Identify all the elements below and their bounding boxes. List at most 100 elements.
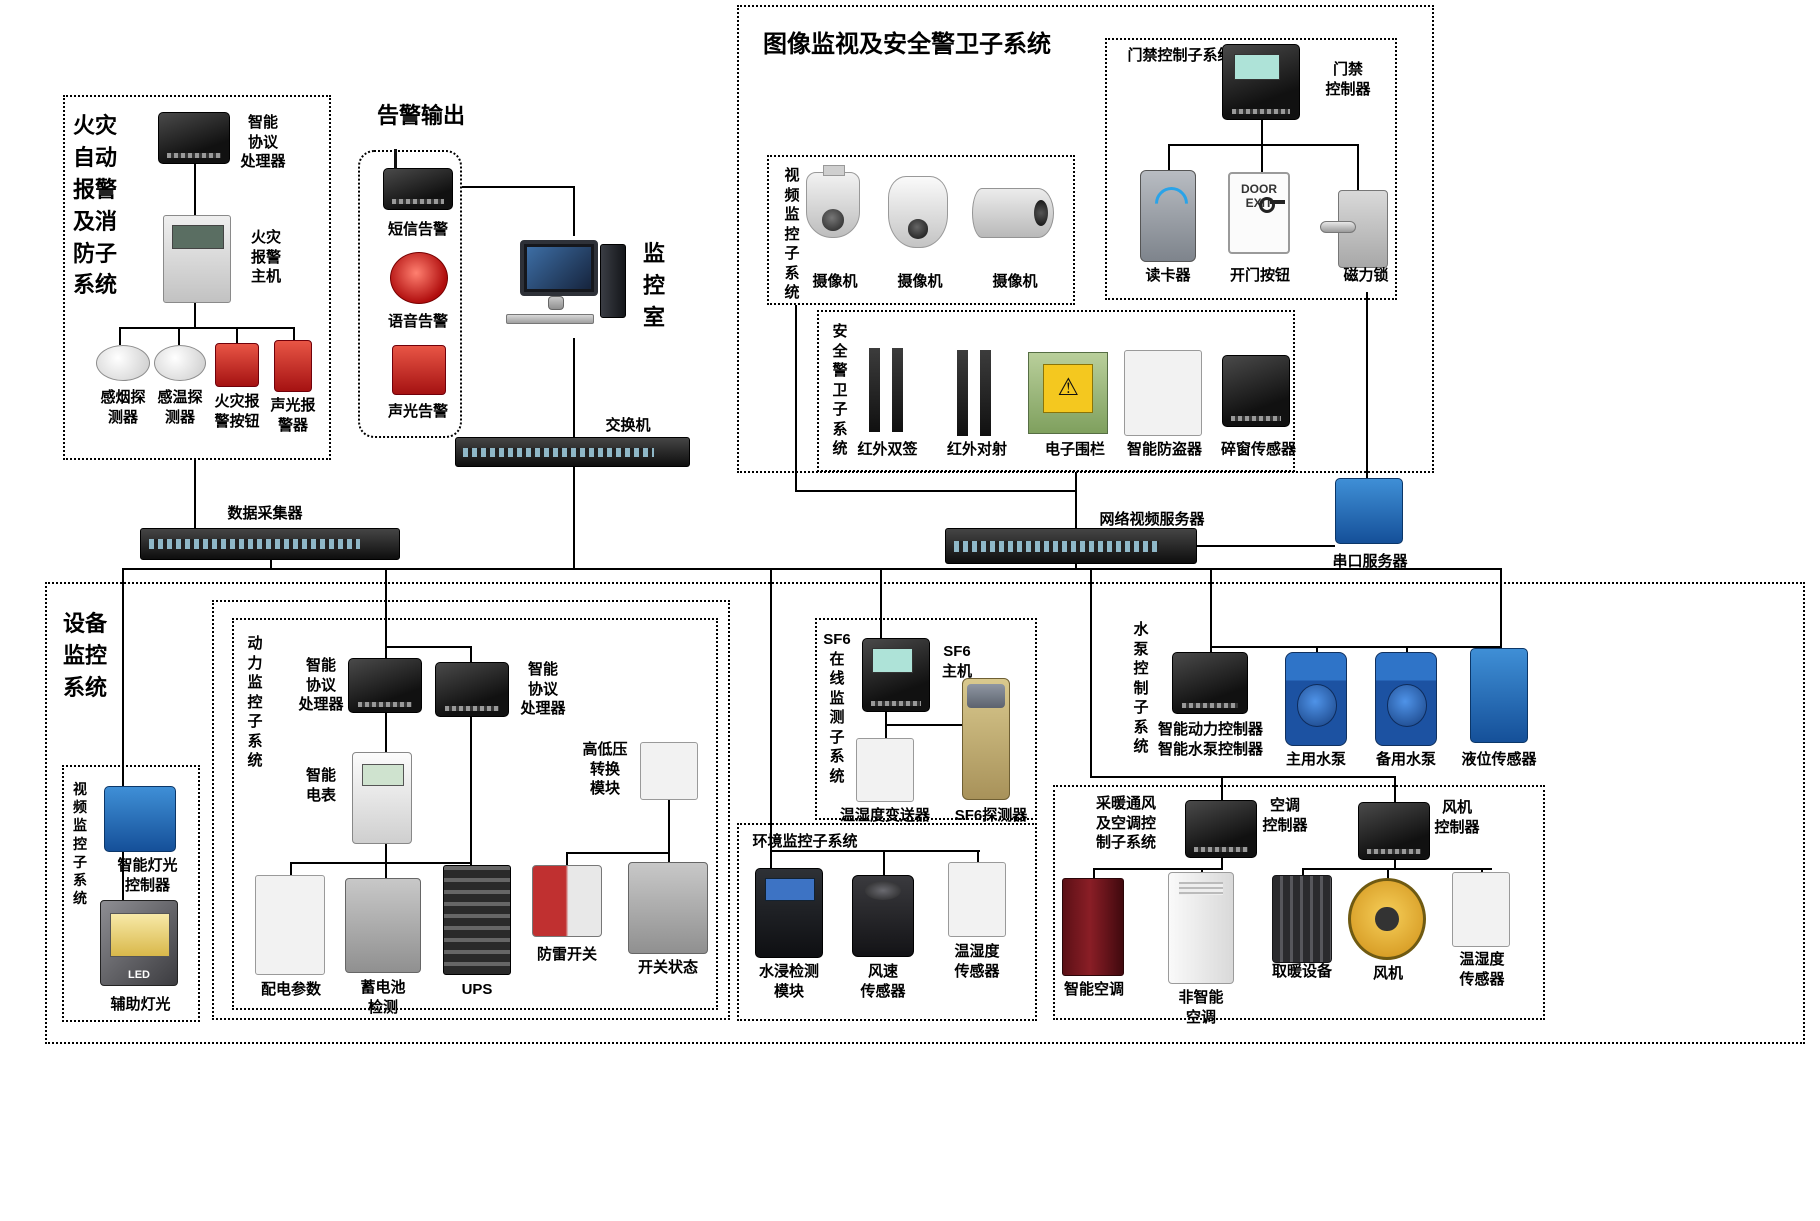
lightning-switch-label: 防雷开关 [536, 946, 597, 963]
control-room-monitor [520, 240, 598, 296]
alarm-output-box [358, 150, 462, 438]
network-video-server-label: 网络视频服务器 [1099, 511, 1205, 528]
connector-line [885, 724, 963, 726]
connector-line [1201, 868, 1203, 874]
water-detect-label: 水浸检测 模块 [758, 963, 819, 1000]
connector-line [880, 568, 882, 640]
access-box-title: 门禁控制子系统 [1127, 47, 1233, 64]
temp-detector-label: 感温探 测器 [157, 389, 203, 426]
control-room-tower [600, 244, 626, 318]
fan-controller-label: 风机 控制器 [1434, 799, 1480, 836]
sound-light-alarm-label: 声光报 警器 [270, 397, 316, 434]
fire-subsystem-title: 火灾 自动 报警 及消 防子 系统 [72, 113, 117, 298]
env-th-sensor-label: 温湿度 传感器 [954, 943, 1000, 980]
wind-sensor-label: 风速 传感器 [860, 963, 906, 1000]
connector-line [122, 852, 124, 902]
monitor-stand [548, 296, 564, 310]
access-controller-label: 门禁 控制器 [1325, 61, 1371, 98]
burglar-alarm-label: 智能防盗器 [1126, 441, 1202, 458]
connector-line [1316, 646, 1318, 654]
connector-line [668, 852, 670, 863]
light-box-title: 视 频 监 控 子 系 统 [73, 781, 87, 907]
connector-line [1090, 776, 1396, 778]
connector-line [462, 186, 574, 188]
battery-check-device [345, 878, 421, 973]
connector-line [1394, 776, 1396, 804]
ac-controller-device [1185, 800, 1257, 858]
connector-line [883, 850, 885, 876]
water-detect-device [755, 868, 823, 958]
sms-alarm-label: 短信告警 [387, 221, 448, 238]
pump-controller-device [1172, 652, 1248, 714]
sf6-box-title: SF6 在 线 监 测 子 系 统 [823, 631, 851, 785]
hvlv-module-device [640, 742, 698, 800]
connector-line [1075, 562, 1077, 570]
fire-alarm-button-label: 火灾报 警按钮 [214, 393, 260, 430]
window-sensor-label: 碎窗传感器 [1220, 441, 1296, 458]
main-pump-device [1285, 652, 1347, 746]
plain-ac-label: 非智能 空调 [1178, 989, 1224, 1026]
fire-alarm-host-label: 火灾 报警 主机 [250, 229, 281, 285]
connector-line [1261, 120, 1263, 146]
temp-detector-device [154, 345, 206, 381]
aux-light-label: 辅助灯光 [110, 996, 171, 1013]
connector-line [119, 327, 295, 329]
fire-protocol-processor-label: 智能 协议 处理器 [240, 114, 286, 170]
pump-box-title: 水 泵 控 制 子 系 统 [1133, 621, 1149, 755]
access-controller-device [1222, 44, 1300, 120]
security-box-title: 安 全 警 卫 子 系 统 [832, 323, 848, 457]
dome-camera-device [806, 165, 860, 238]
connector-line [194, 303, 196, 327]
connector-line [1261, 144, 1263, 174]
door-button-label: 开门按钮 [1229, 267, 1290, 284]
voice-alarm-label: 语音告警 [387, 313, 448, 330]
window-sensor-device [1222, 355, 1290, 427]
connector-line [1093, 868, 1095, 878]
serial-server-device [1335, 478, 1403, 544]
connector-line [573, 467, 575, 570]
light-controller-label: 智能灯光 控制器 [117, 857, 178, 894]
connector-line [1357, 144, 1359, 192]
control-room-keyboard [506, 314, 594, 324]
ac-controller-label: 空调 控制器 [1262, 797, 1308, 834]
connector-line [770, 568, 772, 870]
camera3-label: 摄像机 [992, 273, 1038, 290]
magnetic-lock-label: 磁力锁 [1343, 267, 1389, 284]
hvac-th-sensor-label: 温湿度 传感器 [1459, 951, 1505, 988]
power-box-title: 动 力 监 控 子 系 统 [247, 635, 263, 769]
connector-line [122, 568, 124, 786]
magnetic-lock-device [1319, 190, 1388, 268]
fire-protocol-processor-device [158, 112, 230, 164]
video-monitor-box [767, 155, 1075, 305]
video-box-title: 视 频 监 控 子 系 统 [784, 167, 800, 301]
lightning-switch-device [532, 865, 602, 937]
connector-line [1168, 144, 1359, 146]
th-transmitter-label: 温湿度变送器 [839, 807, 930, 824]
access-control-box [1105, 38, 1397, 300]
heater-label: 取暖设备 [1271, 963, 1332, 980]
connector-line [290, 862, 292, 876]
power-subsystem-inner-box [232, 618, 718, 1010]
light-controller-device [104, 786, 176, 852]
connector-line [270, 560, 272, 570]
hvac-subsystem-box [1053, 785, 1545, 1020]
sf6-detector-device [962, 678, 1010, 800]
heater-device [1272, 875, 1332, 963]
connector-line [977, 850, 979, 863]
ir-dual-device [862, 348, 910, 432]
hvac-th-sensor-device [1452, 872, 1510, 947]
connector-line [573, 338, 575, 437]
door-button-device: DOOR EXIT [1228, 172, 1290, 254]
connector-line [1366, 292, 1368, 480]
camera2-label: 摄像机 [897, 273, 943, 290]
electronic-fence-device [1028, 352, 1108, 434]
sf6-subsystem-box [815, 618, 1037, 820]
ptz-camera-device [888, 176, 948, 248]
connector-line [1210, 568, 1212, 652]
fan-label: 风机 [1372, 965, 1403, 982]
fire-subsystem-box [63, 95, 331, 460]
backup-pump-label: 备用水泵 [1375, 751, 1436, 768]
connector-line [1302, 868, 1304, 877]
connector-line [1406, 646, 1408, 654]
equipment-monitor-box [45, 582, 1805, 1044]
